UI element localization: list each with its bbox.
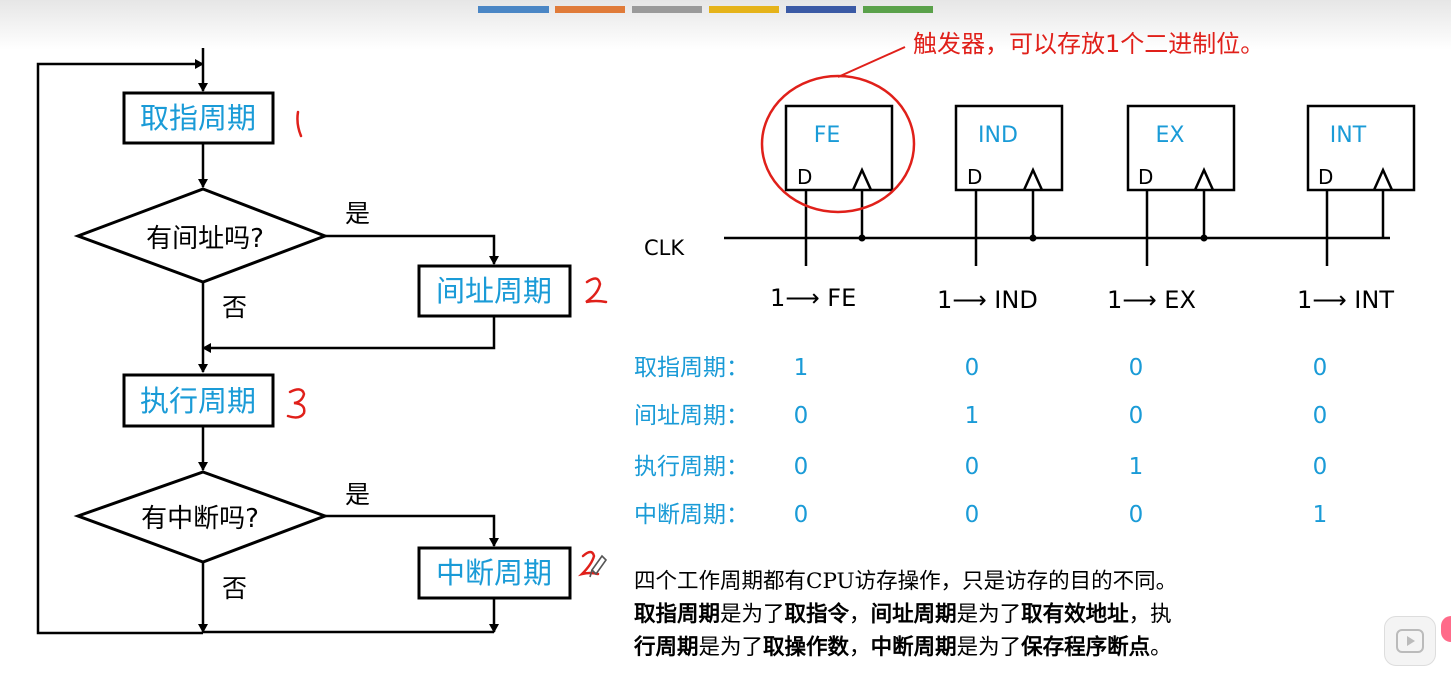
indirect-cycle-box: [417, 264, 572, 318]
clk-label: CLK: [644, 236, 685, 260]
handwritten-annotations: [286, 110, 608, 577]
state-cell: 0: [1313, 355, 1328, 381]
indirect-question-diamond: [73, 187, 330, 284]
set-fe-label: 1⟶ FE: [770, 284, 856, 312]
header-color-bars: [478, 6, 933, 13]
summary-text: 是为了: [956, 635, 1022, 660]
indirect-question-label: 有间址吗?: [146, 224, 264, 254]
header-bar-6: [863, 6, 933, 13]
yes-label-1: 是: [345, 199, 370, 228]
state-row-label: 中断周期：: [634, 502, 749, 528]
summary-text: 是为了: [956, 602, 1022, 627]
pin-d-ind: D: [967, 165, 982, 189]
interrupt-cycle-box: [417, 546, 572, 600]
summary-text: ，: [849, 602, 871, 627]
summary-text: 是为了: [698, 635, 764, 660]
state-cell: 0: [965, 502, 980, 528]
state-cell: 0: [965, 355, 980, 381]
annotation-4: [577, 550, 600, 577]
state-cell: 0: [1129, 403, 1144, 429]
set-ex-label: 1⟶ EX: [1107, 286, 1196, 314]
state-cell: 1: [794, 355, 809, 381]
header-bar-2: [555, 6, 625, 13]
state-row-label: 间址周期：: [634, 403, 749, 429]
state-cell: 0: [794, 454, 809, 480]
summary-bold: 中断周期: [870, 635, 957, 660]
play-icon: [1396, 629, 1424, 653]
state-cell: 0: [1129, 502, 1144, 528]
annotation-1: [296, 110, 303, 138]
pencil-icon: [589, 554, 608, 578]
clk-junction-dots: [858, 234, 1208, 242]
summary-line-1: 四个工作周期都有CPU访存操作，只是访存的目的不同。: [634, 566, 1374, 597]
flipflop-circuit: [724, 104, 1416, 266]
fetch-cycle-label: 取指周期: [140, 101, 256, 135]
flipflop-fe-label: FE: [814, 123, 841, 148]
header-bar-3: [632, 6, 702, 13]
flipflop-int-box: [1306, 104, 1416, 192]
flipflop-fe-box: [784, 104, 894, 192]
pin-d-int: D: [1318, 165, 1333, 189]
summary-line-3: 行周期是为了取操作数，中断周期是为了保存程序断点。: [634, 632, 1374, 663]
flipflop-ind-box: [954, 104, 1064, 192]
summary-bold: 行周期: [634, 635, 699, 660]
execute-cycle-label: 执行周期: [140, 384, 256, 418]
state-cell: 0: [1313, 454, 1328, 480]
summary-line-2: 取指周期是为了取指令，间址周期是为了取有效地址，执: [634, 599, 1374, 630]
state-cell: 0: [1129, 355, 1144, 381]
summary-text: 。: [1150, 635, 1172, 660]
fetch-cycle-box: [122, 91, 275, 145]
state-cell: 0: [1313, 403, 1328, 429]
play-button[interactable]: [1384, 616, 1436, 666]
summary-bold: 取指周期: [634, 602, 721, 627]
flipflop-ex-label: EX: [1156, 123, 1185, 148]
summary-text: 四个工作周期都有CPU访存操作，只是访存的目的不同。: [634, 569, 1178, 594]
state-cell: 1: [1129, 454, 1144, 480]
state-cell: 1: [1313, 502, 1328, 528]
header-bar-5: [786, 6, 856, 13]
side-handle[interactable]: [1441, 616, 1451, 642]
flipflop-ex-box: [1126, 104, 1236, 192]
flipflop-note: 触发器，可以存放1个二进制位。: [913, 30, 1264, 58]
interrupt-question-label: 有中断吗?: [141, 504, 259, 534]
flipflop-ind-label: IND: [978, 123, 1018, 148]
interrupt-question-diamond: [73, 470, 330, 564]
callout-pointer: [837, 46, 906, 78]
state-cell: 0: [794, 403, 809, 429]
flowchart: [36, 48, 499, 635]
header-bar-4: [709, 6, 779, 13]
state-row-label: 取指周期：: [634, 355, 749, 381]
header-bar-1: [478, 6, 549, 13]
set-ind-label: 1⟶ IND: [937, 286, 1038, 314]
summary-text: ，: [849, 635, 871, 660]
pin-d-fe: D: [797, 165, 812, 189]
summary-bold: 取操作数: [763, 635, 850, 660]
state-cell: 1: [965, 403, 980, 429]
summary-bold: 取指令: [784, 602, 850, 627]
yes-label-2: 是: [345, 480, 370, 509]
summary-bold: 间址周期: [870, 602, 957, 627]
annotation-3: [286, 388, 306, 419]
interrupt-cycle-label: 中断周期: [436, 556, 552, 590]
state-cell: 0: [794, 502, 809, 528]
indirect-cycle-label: 间址周期: [436, 274, 552, 308]
annotation-2: [585, 277, 608, 304]
state-cell: 0: [965, 454, 980, 480]
summary-bold: 保存程序断点: [1021, 635, 1151, 660]
set-int-label: 1⟶ INT: [1297, 286, 1394, 314]
summary-text: 是为了: [720, 602, 785, 627]
no-label-2: 否: [222, 574, 247, 603]
execute-cycle-box: [122, 373, 275, 428]
no-label-1: 否: [222, 293, 247, 322]
pin-d-ex: D: [1138, 165, 1153, 189]
flipflop-int-label: INT: [1330, 123, 1367, 148]
state-row-label: 执行周期：: [634, 454, 749, 480]
summary-bold: 取有效地址: [1021, 602, 1129, 627]
state-table: 取指周期： 1 0 0 0 间址周期： 0 1 0 0 执行周期： 0 0 1 …: [634, 355, 1327, 528]
summary-text: ，执: [1128, 602, 1172, 627]
